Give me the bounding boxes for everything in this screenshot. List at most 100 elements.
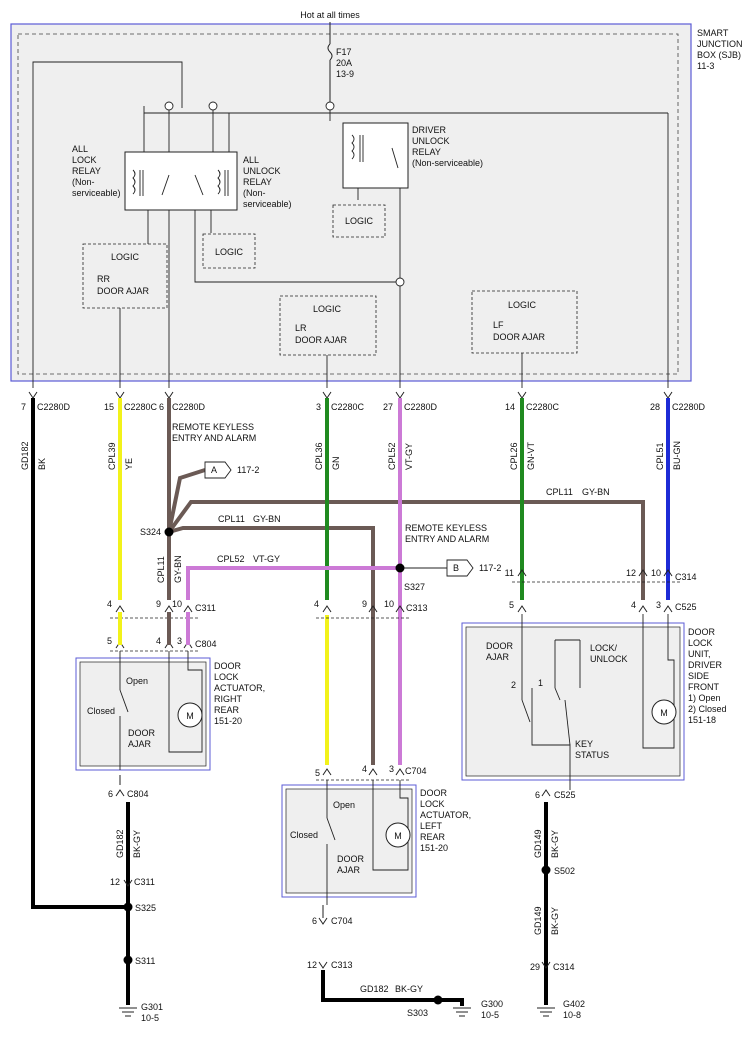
rr-open: Open <box>126 676 148 686</box>
df-two: 2 <box>511 680 516 690</box>
all-lock-relay-l1: ALL <box>72 144 88 154</box>
c311-label: C311 <box>195 603 216 613</box>
wire-gd182-lr <box>321 970 464 1006</box>
rr-motor-icon <box>177 702 203 728</box>
df-label-7: 1) Open <box>688 693 721 703</box>
splice-s327-icon <box>395 563 405 573</box>
sjb-outer-frame <box>10 23 692 382</box>
sjb-inner-dashed-frame <box>17 33 679 375</box>
pin-27-conn: C2280D <box>404 402 438 412</box>
pin-14: 14 <box>505 402 515 412</box>
wire-label-cpl11-mid: CPL11 <box>218 514 245 524</box>
rr-motor-label: M <box>186 711 194 721</box>
tag-b-icon <box>446 559 474 577</box>
lr-label-5: REAR <box>420 832 446 842</box>
df-label-5: SIDE <box>688 671 709 681</box>
all-lock-relay-l5: serviceable) <box>72 188 121 198</box>
pin-14-conn: C2280C <box>526 402 560 412</box>
wire-label-gd149-top: GD149 <box>533 829 543 858</box>
wire-label-gd182-lr: GD182 <box>360 984 389 994</box>
rr-label-1: DOOR <box>214 661 242 671</box>
driver-relay-l2: UNLOCK <box>412 136 450 146</box>
tag-a-ref: 117-2 <box>237 465 259 475</box>
lr-door-ajar-2: DOOR AJAR <box>295 335 348 345</box>
c804-pin-6: 6 <box>108 789 113 799</box>
lr-closed: Closed <box>290 830 318 840</box>
splice-s311-icon <box>123 955 133 965</box>
c525-pin-5: 5 <box>509 600 514 610</box>
c314-label: C314 <box>675 572 697 582</box>
pin-6: 6 <box>159 402 164 412</box>
lf-door-ajar-1: LF <box>493 320 504 330</box>
wire-label-cpl52-h: CPL52 <box>217 554 245 564</box>
lr-motor-label: M <box>394 831 402 841</box>
wire-label-bkgy-top: BK-GY <box>550 830 560 858</box>
all-lock-relay-box <box>124 151 238 211</box>
pin-27: 27 <box>383 402 393 412</box>
df-status: STATUS <box>575 750 609 760</box>
rr-actuator-outer <box>75 657 211 771</box>
c313-pin-12: 12 <box>307 960 317 970</box>
rr-door-ajar-2: DOOR AJAR <box>97 286 150 296</box>
df-label-3: UNIT, <box>688 649 711 659</box>
rr-logic-box <box>82 243 168 309</box>
wire-label-gn: GN <box>331 457 341 471</box>
wire-label-cpl26: CPL26 <box>509 442 519 470</box>
wire-label-vtgy-h: VT-GY <box>253 554 280 564</box>
lr-label-6: 151-20 <box>420 843 448 853</box>
all-unlock-relay-l1: ALL <box>243 155 259 165</box>
fuse-f17-icon <box>327 43 333 61</box>
wire-label-cpl11-v: CPL11 <box>156 556 166 583</box>
hot-label: Hot at all times <box>300 10 360 20</box>
df-ajar: AJAR <box>486 652 510 662</box>
df-unlock: UNLOCK <box>590 654 628 664</box>
c311-pin-4: 4 <box>107 599 112 609</box>
lr-label-3: ACTUATOR, <box>420 810 471 820</box>
rr-ajar: AJAR <box>128 739 152 749</box>
splice-s303-icon <box>433 995 443 1005</box>
c314-pin-12: 12 <box>626 568 636 578</box>
wire-gd182-bk <box>31 398 128 909</box>
df-label-6: FRONT <box>688 682 719 692</box>
driver-relay-coil-icon <box>351 134 399 169</box>
pin-3: 3 <box>316 402 321 412</box>
fuse-label-1: F17 <box>336 47 352 57</box>
all-unlock-relay-l3: RELAY <box>243 177 272 187</box>
c314-pin-11: 11 <box>505 568 514 578</box>
tag-a-icon <box>204 461 232 479</box>
lf-logic-label: LOGIC <box>508 300 537 310</box>
splice-s325-label: S325 <box>135 903 156 913</box>
splice-s502-icon <box>541 865 551 875</box>
lr-label-2: LOCK <box>420 799 445 809</box>
wire-label-bkgy-rr: BK-GY <box>132 830 142 858</box>
wire-label-bk: BK <box>37 458 47 470</box>
wire-label-gybn-mid: GY-BN <box>253 514 281 524</box>
df-motor-icon <box>651 699 677 725</box>
wire-label-gd149-bottom: GD149 <box>533 906 543 935</box>
relay-coil-icon <box>132 169 229 196</box>
lr-label-1: DOOR <box>420 788 448 798</box>
splice-s502-label: S502 <box>554 866 575 876</box>
df-key: KEY <box>575 739 593 749</box>
pin-15-conn: C2280C <box>124 402 158 412</box>
all-unlock-relay-l2: UNLOCK <box>243 166 281 176</box>
splice-s311-label: S311 <box>135 956 155 966</box>
c311-bottom-label: C311 <box>134 877 155 887</box>
splice-s303-label: S303 <box>407 1008 428 1018</box>
wire-label-cpl51: CPL51 <box>655 442 665 470</box>
c313-bottom-label: C313 <box>331 960 353 970</box>
driver-relay-l1: DRIVER <box>412 125 447 135</box>
ground-g300-icon <box>453 1007 471 1017</box>
driver-relay-l4: (Non-serviceable) <box>412 158 483 168</box>
c311-pin-12: 12 <box>110 877 120 887</box>
c314-pin-29: 29 <box>530 962 540 972</box>
rr-label-3: ACTUATOR, <box>214 683 265 693</box>
rr-door-ajar-1: RR <box>97 274 110 284</box>
sjb-title-4: 11-3 <box>697 61 714 71</box>
c525-bottom-label: C525 <box>554 790 576 800</box>
pin-7-conn: C2280D <box>37 402 71 412</box>
lr-logic-box <box>279 295 377 356</box>
splice-s325-icon <box>123 902 133 912</box>
lr-open: Open <box>333 800 355 810</box>
